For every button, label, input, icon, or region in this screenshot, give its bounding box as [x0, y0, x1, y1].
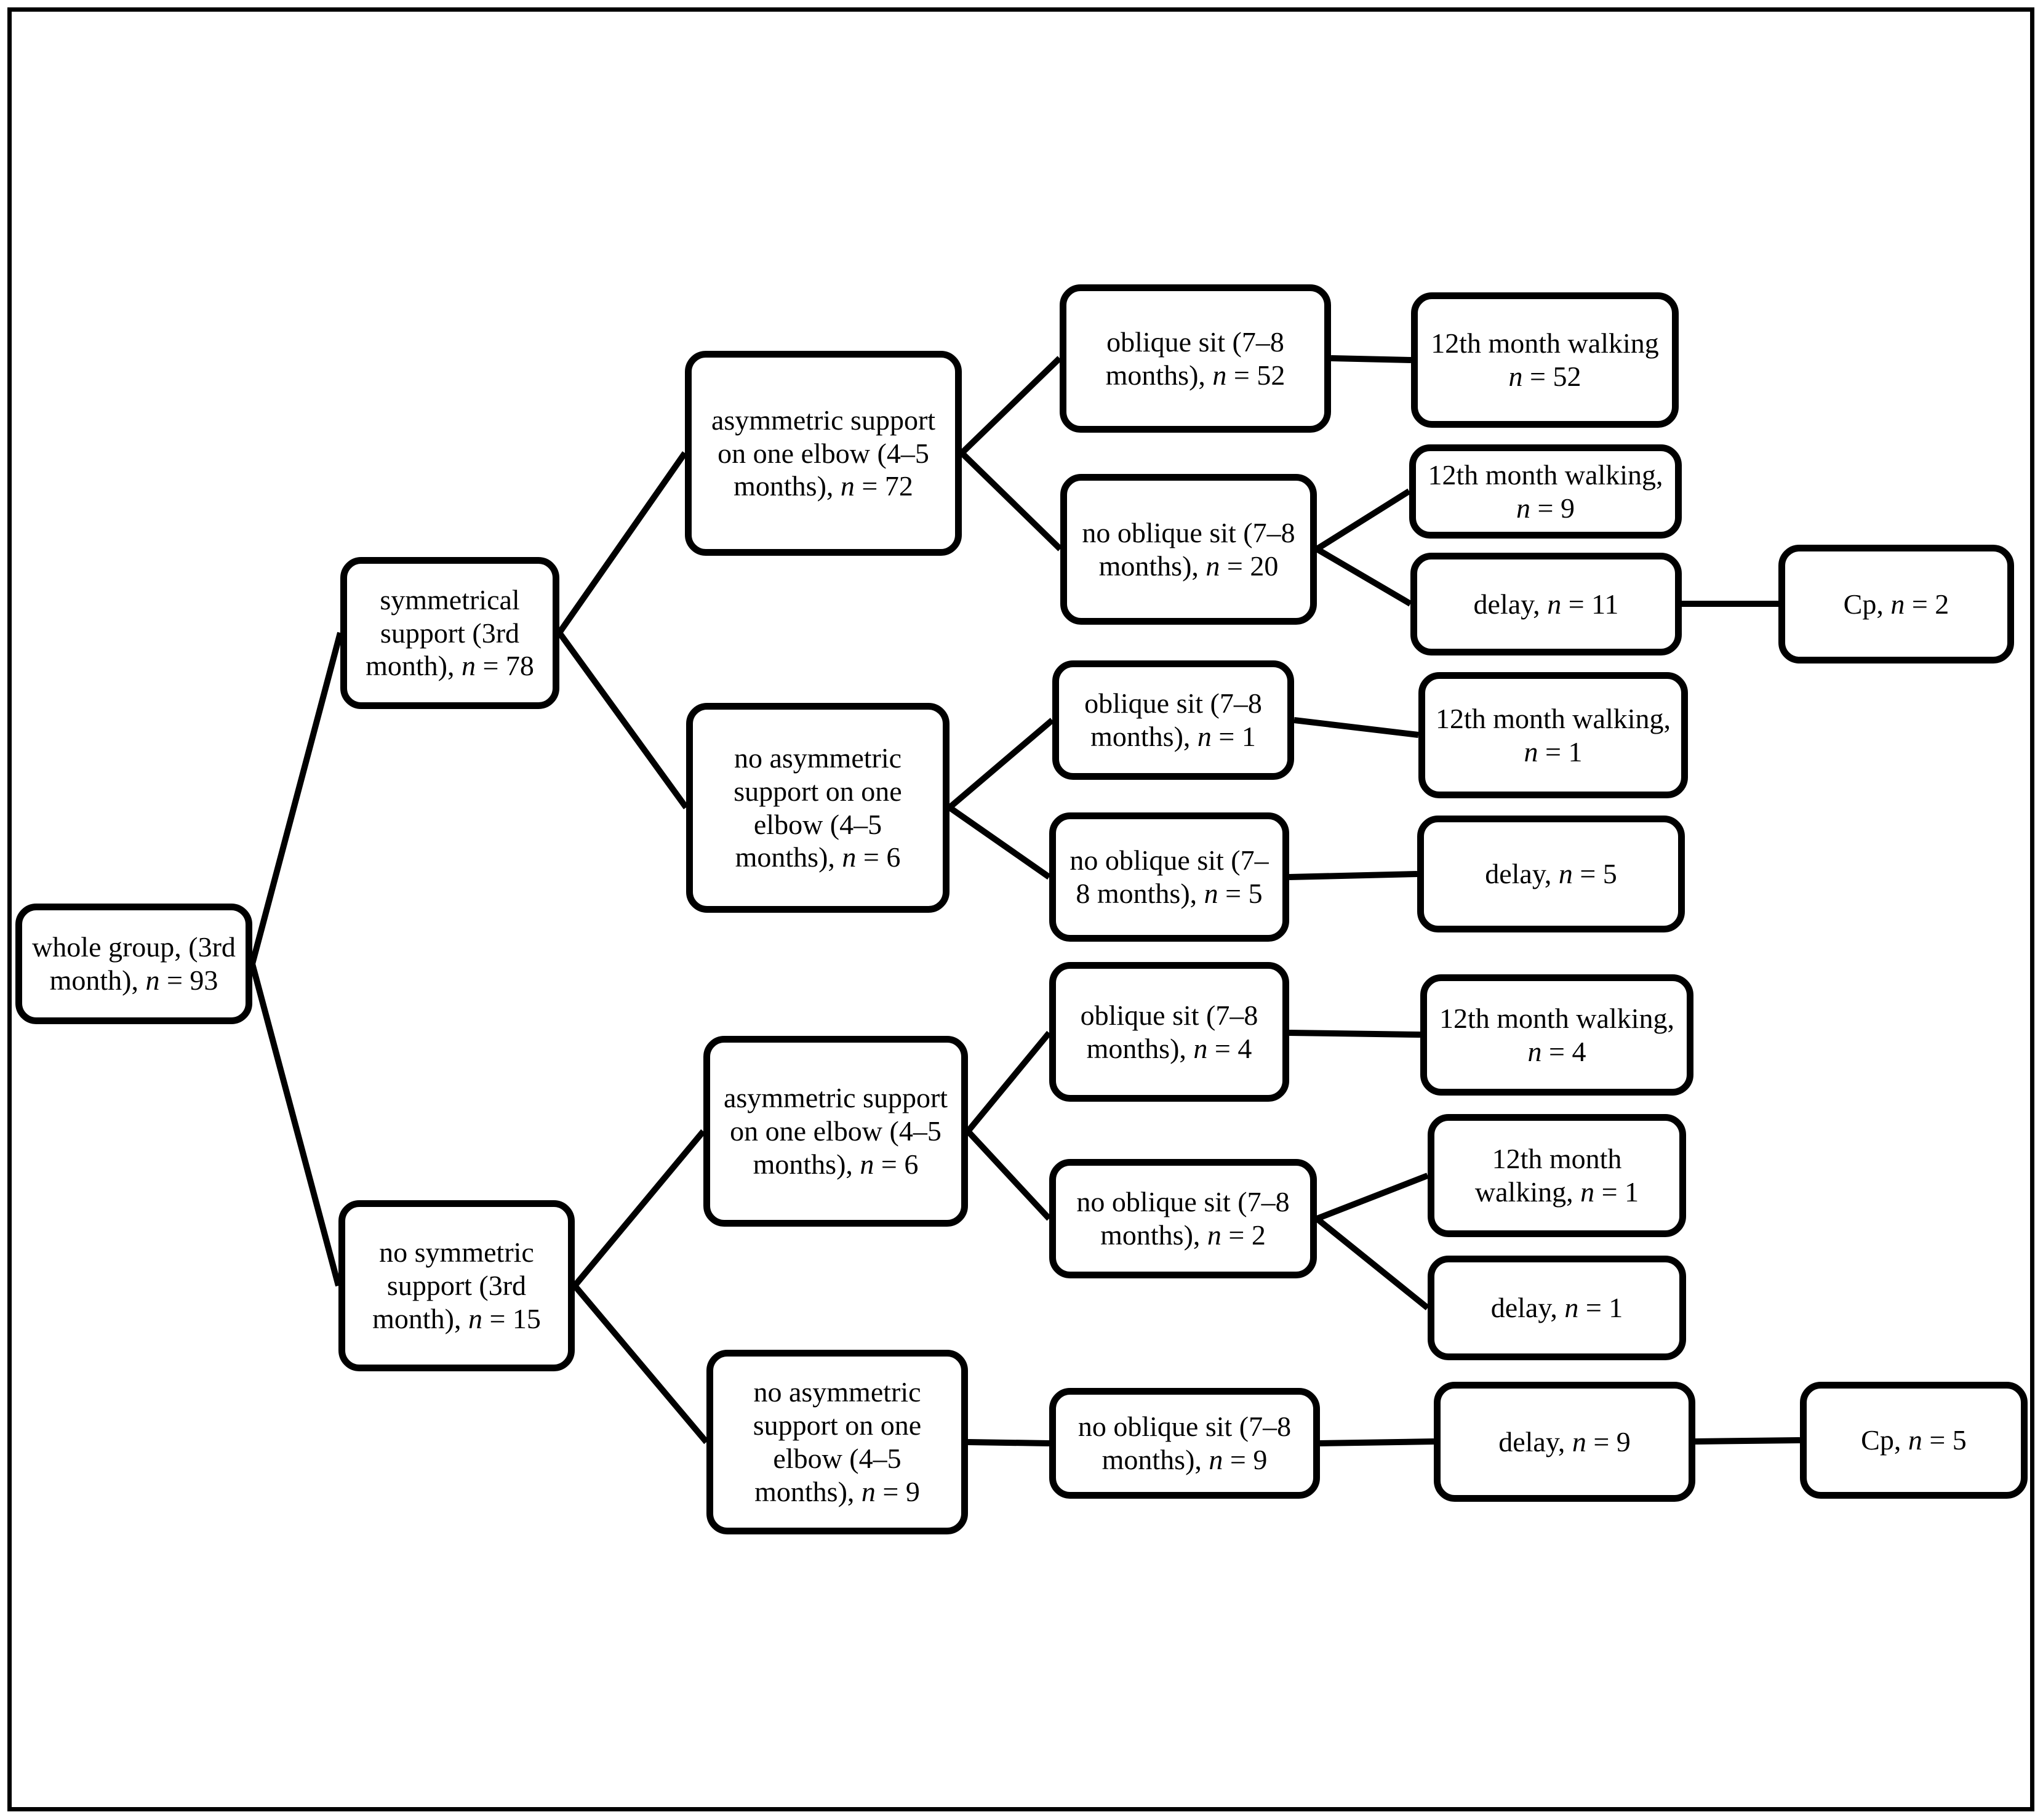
- node-delay-9: delay, n = 9: [1434, 1382, 1695, 1502]
- edge-no-oblique-sit-2-delay-1: [1314, 1216, 1430, 1310]
- node-no-asym-support-6-label: no asymmetric support on one elbow (4–5 …: [734, 742, 902, 873]
- node-cp-2-label: Cp, n = 2: [1843, 588, 1949, 620]
- node-oblique-sit-1-label: oblique sit (7–8 months), n = 1: [1084, 688, 1262, 752]
- node-no-asym-support-6: no asymmetric support on one elbow (4–5 …: [686, 703, 950, 913]
- node-no-asym-support-9-label: no asymmetric support on one elbow (4–5 …: [753, 1376, 922, 1507]
- node-oblique-sit-4-label: oblique sit (7–8 months), n = 4: [1080, 999, 1258, 1064]
- node-walking-9: 12th month walking, n = 9: [1409, 444, 1682, 539]
- node-no-oblique-sit-5: no oblique sit (7–8 months), n = 5: [1049, 812, 1289, 942]
- node-walking-9-label: 12th month walking, n = 9: [1428, 459, 1663, 524]
- node-oblique-sit-1: oblique sit (7–8 months), n = 1: [1052, 660, 1294, 780]
- node-delay-1-label: delay, n = 1: [1490, 1292, 1623, 1324]
- edge-no-oblique-sit-2-walking-1b: [1316, 1173, 1429, 1222]
- node-no-oblique-sit-2: no oblique sit (7–8 months), n = 2: [1049, 1159, 1317, 1278]
- edge-oblique-sit-52-walking-52: [1330, 355, 1412, 363]
- node-asym-support-72: asymmetric support on one elbow (4–5 mon…: [685, 351, 962, 556]
- node-cp-2: Cp, n = 2: [1778, 545, 2014, 663]
- edge-no-symmetric-support-no-asym-support-9: [572, 1283, 709, 1445]
- node-delay-5-label: delay, n = 5: [1485, 858, 1617, 890]
- node-asym-support-6-label: asymmetric support on one elbow (4–5 mon…: [723, 1082, 948, 1180]
- node-delay-11-label: delay, n = 11: [1473, 588, 1619, 620]
- node-walking-1b-label: 12th month walking, n = 1: [1474, 1143, 1639, 1208]
- node-cp-5: Cp, n = 5: [1800, 1382, 2028, 1499]
- edge-whole-group-symmetrical-support: [249, 631, 343, 965]
- edge-no-symmetric-support-asym-support-6: [572, 1129, 706, 1288]
- node-no-asym-support-9: no asymmetric support on one elbow (4–5 …: [706, 1350, 968, 1534]
- edge-oblique-sit-1-walking-1a: [1293, 717, 1419, 738]
- node-oblique-sit-52: oblique sit (7–8 months), n = 52: [1060, 284, 1331, 433]
- node-delay-5: delay, n = 5: [1417, 816, 1685, 932]
- edge-no-oblique-sit-5-delay-5: [1289, 871, 1418, 880]
- node-delay-9-label: delay, n = 9: [1498, 1425, 1631, 1457]
- edge-no-oblique-sit-20-delay-11: [1315, 546, 1412, 607]
- edge-asym-support-72-oblique-sit-52: [959, 356, 1062, 455]
- node-walking-52: 12th month walking n = 52: [1411, 292, 1679, 428]
- edge-delay-9-cp-5: [1695, 1437, 1801, 1445]
- node-oblique-sit-4: oblique sit (7–8 months), n = 4: [1049, 962, 1289, 1102]
- node-asym-support-72-label: asymmetric support on one elbow (4–5 mon…: [711, 404, 936, 502]
- edge-no-oblique-sit-20-walking-9: [1315, 488, 1411, 552]
- node-whole-group: whole group, (3rd month), n = 93: [15, 904, 252, 1024]
- node-cp-5-label: Cp, n = 5: [1861, 1424, 1967, 1456]
- edge-oblique-sit-4-walking-4: [1289, 1030, 1421, 1038]
- edge-no-asym-support-9-no-oblique-sit-9: [967, 1439, 1050, 1446]
- node-delay-1: delay, n = 1: [1428, 1256, 1686, 1360]
- node-no-oblique-sit-9: no oblique sit (7–8 months), n = 9: [1049, 1388, 1320, 1499]
- node-no-symmetric-support-label: no symmetric support (3rd month), n = 15: [372, 1237, 541, 1334]
- edge-whole-group-no-symmetric-support: [249, 963, 342, 1287]
- node-no-oblique-sit-5-label: no oblique sit (7–8 months), n = 5: [1069, 844, 1269, 909]
- edge-asym-support-6-no-oblique-sit-2: [966, 1129, 1052, 1221]
- edge-no-oblique-sit-9-delay-9: [1319, 1438, 1434, 1446]
- node-oblique-sit-52-label: oblique sit (7–8 months), n = 52: [1105, 326, 1285, 391]
- edge-no-asym-support-6-no-oblique-sit-5: [948, 804, 1051, 880]
- node-no-oblique-sit-9-label: no oblique sit (7–8 months), n = 9: [1077, 1411, 1292, 1475]
- edge-symmetrical-support-no-asym-support-6: [556, 631, 689, 809]
- node-walking-52-label: 12th month walking n = 52: [1431, 327, 1659, 392]
- node-walking-4: 12th month walking, n = 4: [1420, 974, 1693, 1096]
- node-walking-4-label: 12th month walking, n = 4: [1439, 1002, 1675, 1067]
- node-walking-1b: 12th month walking, n = 1: [1428, 1114, 1686, 1237]
- node-delay-11: delay, n = 11: [1410, 553, 1682, 655]
- node-no-oblique-sit-20: no oblique sit (7–8 months), n = 20: [1060, 474, 1317, 625]
- node-walking-1a: 12th month walking, n = 1: [1418, 672, 1688, 798]
- node-no-oblique-sit-2-label: no oblique sit (7–8 months), n = 2: [1076, 1186, 1290, 1251]
- edge-asym-support-72-no-oblique-sit-20: [959, 451, 1063, 551]
- node-symmetrical-support: symmetrical support (3rd month), n = 78: [340, 557, 559, 709]
- node-no-oblique-sit-20-label: no oblique sit (7–8 months), n = 20: [1082, 516, 1295, 582]
- node-walking-1a-label: 12th month walking, n = 1: [1435, 702, 1671, 768]
- outer-border: [7, 7, 2034, 1811]
- node-symmetrical-support-label: symmetrical support (3rd month), n = 78: [366, 583, 534, 682]
- node-no-symmetric-support: no symmetric support (3rd month), n = 15: [338, 1200, 575, 1371]
- edge-no-asym-support-6-oblique-sit-1: [947, 718, 1055, 810]
- edge-asym-support-6-oblique-sit-4: [966, 1030, 1052, 1134]
- node-whole-group-label: whole group, (3rd month), n = 93: [32, 931, 236, 996]
- edge-symmetrical-support-asym-support-72: [556, 451, 688, 635]
- node-asym-support-6: asymmetric support on one elbow (4–5 mon…: [703, 1036, 968, 1227]
